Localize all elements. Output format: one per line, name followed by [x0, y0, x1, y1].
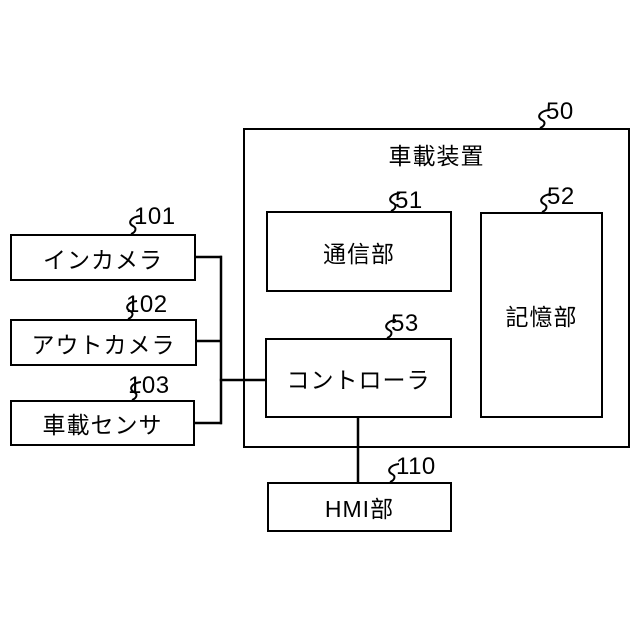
hmi-unit-label: HMI部 — [324, 496, 395, 522]
communication-unit-box: 通信部 — [266, 211, 452, 292]
ref-label-50: 50 — [546, 98, 574, 125]
ref-label-101: 101 — [134, 203, 176, 230]
storage-unit-label: 記憶部 — [505, 304, 578, 330]
ref-label-51: 51 — [395, 187, 423, 214]
ref-label-53: 53 — [391, 310, 419, 337]
controller-label: コントローラ — [286, 367, 431, 393]
controller-box: コントローラ — [265, 338, 452, 418]
onboard-device-title: 車載装置 — [388, 143, 485, 169]
out-camera-box: アウトカメラ — [10, 319, 197, 366]
communication-unit-label: 通信部 — [323, 240, 395, 267]
ref-label-102: 102 — [126, 291, 168, 318]
in-camera-label: インカメラ — [43, 246, 163, 273]
in-camera-box: インカメラ — [10, 234, 196, 281]
vehicle-sensor-box: 車載センサ — [10, 400, 195, 446]
vehicle-sensor-label: 車載センサ — [42, 412, 163, 438]
ref-label-52: 52 — [547, 183, 575, 210]
out-camera-label: アウトカメラ — [31, 331, 176, 358]
ref-label-103: 103 — [128, 372, 170, 399]
hmi-unit-box: HMI部 — [267, 482, 452, 532]
ref-label-110: 110 — [396, 453, 436, 480]
storage-unit-box: 記憶部 — [480, 212, 603, 418]
